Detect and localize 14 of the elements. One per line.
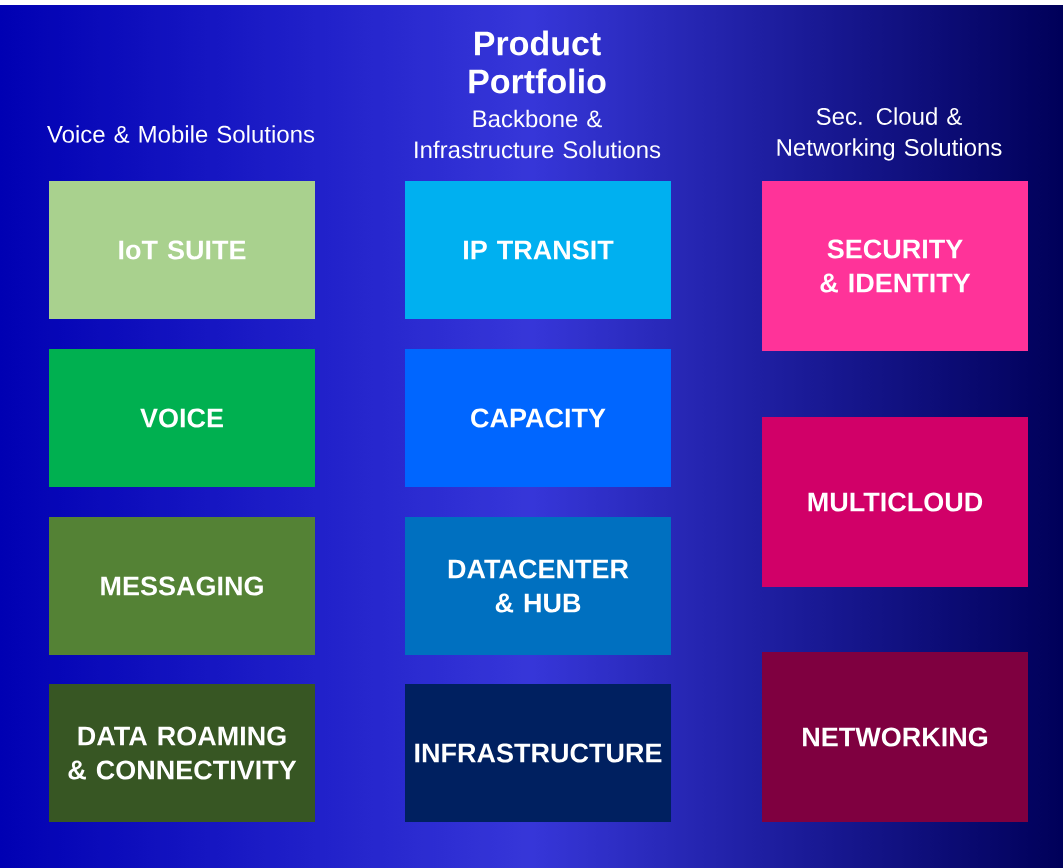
product-box: IoT SUITE (49, 181, 315, 319)
product-box: INFRASTRUCTURE (405, 684, 671, 822)
product-box: DATA ROAMING & CONNECTIVITY (49, 684, 315, 822)
product-box: MULTICLOUD (762, 417, 1028, 587)
product-box: MESSAGING (49, 517, 315, 655)
product-box: IP TRANSIT (405, 181, 671, 319)
title: Product Portfolio (469, 30, 606, 94)
product-box: NETWORKING (762, 652, 1028, 822)
product-box: DATACENTER & HUB (405, 517, 671, 655)
product-box: VOICE (49, 349, 315, 487)
column-heading: Voice & Mobile Solutions (47, 125, 315, 143)
product-box: SECURITY & IDENTITY (762, 181, 1028, 351)
product-box: CAPACITY (405, 349, 671, 487)
column-heading: Backbone & Infrastructure Solutions (415, 109, 661, 159)
